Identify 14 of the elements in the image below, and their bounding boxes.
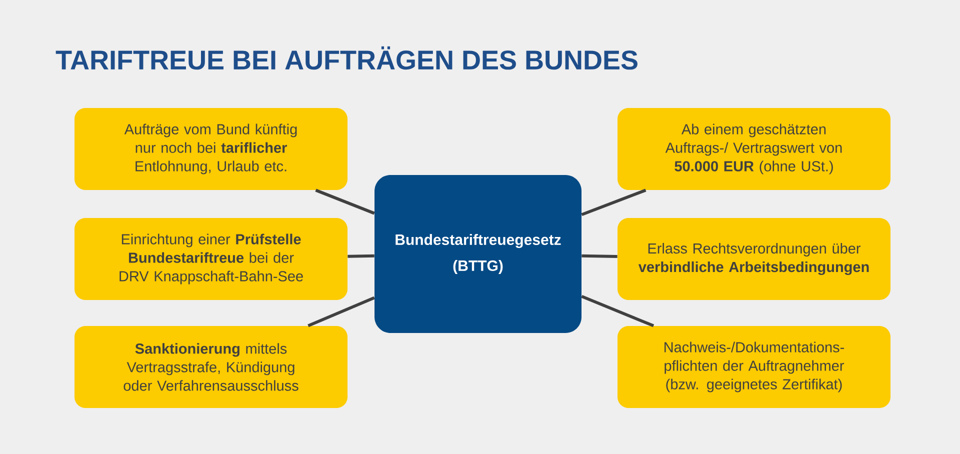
info-box: Erlass Rechtsverordnungen über verbindliche Arbeitsbedingungen [618,218,890,300]
connector-line [348,254,374,258]
connector-line [308,296,375,328]
title: TARIFTREUE BEI AUFTRÄGEN DES BUNDES [56,46,638,70]
connector-line [315,188,375,215]
info-box: Einrichtung einer Prüfstelle Bundestariftreue bei der DRV Knappschaft-Bahn-See [74,218,348,300]
info-box: Aufträge vom Bund künftig nur noch bei tariflicher Entlohnung, Urlaub etc. [74,108,348,190]
info-box: Ab einem geschätzten Auftrags-/ Vertragswert von 50.000 EUR (ohne USt.) [618,108,890,190]
info-box: Nachweis-/Dokumentations- pflichten der Auftragnehmer (bzw. geeignetes Zertifikat) [618,326,890,408]
connector-line [581,188,646,216]
connector-line [581,294,654,328]
info-box: Sanktionierung mittels Vertragsstrafe, Kündigung oder Verfahrensausschluss [74,326,348,408]
center-box: Bundestariftreuegesetz (BTTG) [374,175,582,333]
connector-line [582,254,618,258]
